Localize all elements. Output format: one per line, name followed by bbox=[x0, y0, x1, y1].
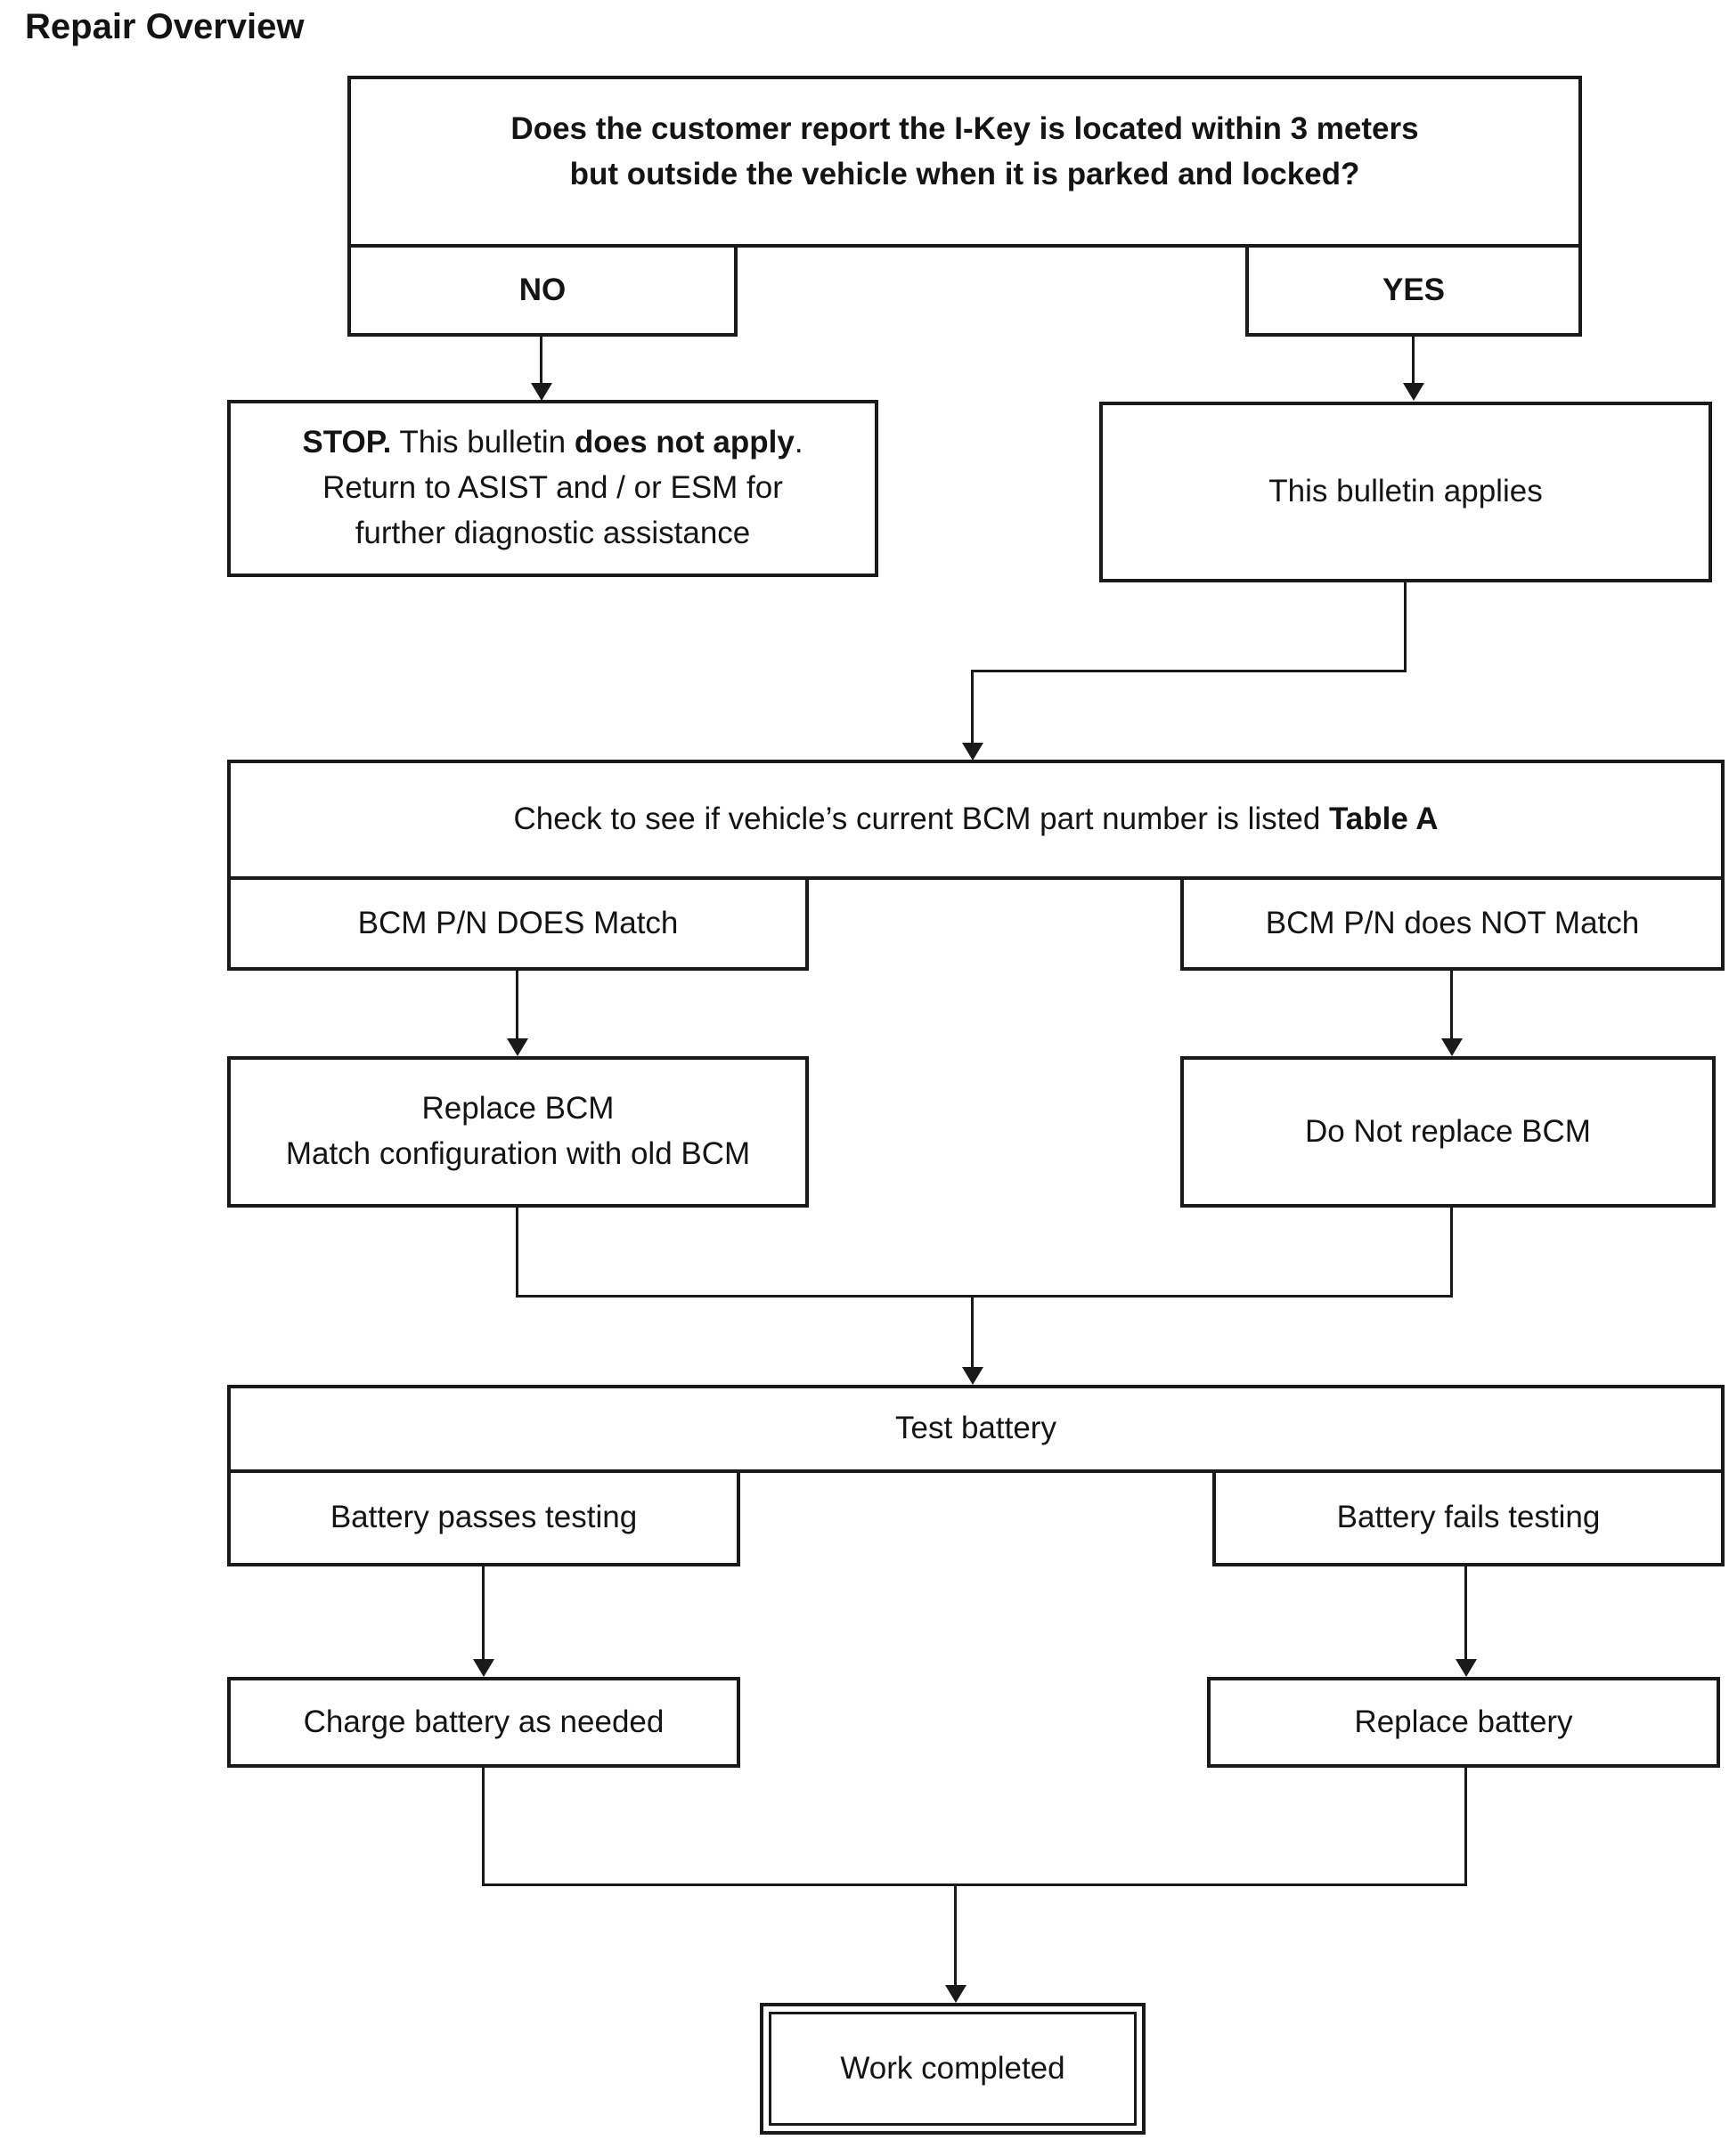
arrowhead bbox=[1456, 1659, 1477, 1677]
flow-line bbox=[1464, 1768, 1467, 1886]
test-battery-box: Test battery bbox=[227, 1385, 1725, 1473]
replace-battery-box: Replace battery bbox=[1207, 1677, 1720, 1768]
question-line2: but outside the vehicle when it is parke… bbox=[569, 156, 1360, 191]
arrowhead bbox=[945, 1985, 966, 2003]
flow-line bbox=[482, 1566, 485, 1661]
page-title: Repair Overview bbox=[25, 7, 305, 46]
flow-line bbox=[1450, 1208, 1453, 1298]
do-not-replace-bcm-box: Do Not replace BCM bbox=[1180, 1056, 1716, 1208]
check-bcm-box: Check to see if vehicle’s current BCM pa… bbox=[227, 760, 1725, 880]
charge-battery-box: Charge battery as needed bbox=[227, 1677, 740, 1768]
check-bcm-label: Check to see if vehicle’s current BCM pa… bbox=[513, 801, 1439, 837]
replace-bcm-box: Replace BCM Match configuration with old… bbox=[227, 1056, 809, 1208]
bcm-not-match-label: BCM P/N does NOT Match bbox=[1265, 905, 1640, 940]
bcm-not-match-branch: BCM P/N does NOT Match bbox=[1180, 876, 1725, 971]
arrowhead bbox=[507, 1038, 528, 1056]
flow-line bbox=[516, 1208, 518, 1298]
bcm-does-match-branch: BCM P/N DOES Match bbox=[227, 876, 809, 971]
flow-line bbox=[540, 337, 542, 385]
bulletin-applies-box: This bulletin applies bbox=[1099, 402, 1712, 582]
no-branch: NO bbox=[347, 244, 738, 337]
flow-line bbox=[482, 1883, 1467, 1886]
bcm-does-match-label: BCM P/N DOES Match bbox=[357, 905, 679, 940]
flow-line bbox=[1450, 971, 1453, 1040]
test-battery-label: Test battery bbox=[895, 1411, 1056, 1446]
flow-line bbox=[1412, 337, 1415, 385]
arrowhead bbox=[1441, 1038, 1463, 1056]
work-completed-label: Work completed bbox=[840, 2050, 1065, 2086]
replace-battery-label: Replace battery bbox=[1354, 1704, 1573, 1739]
flow-line bbox=[516, 971, 518, 1040]
arrowhead bbox=[531, 383, 552, 401]
battery-passes-branch: Battery passes testing bbox=[227, 1469, 740, 1566]
battery-passes-label: Battery passes testing bbox=[330, 1500, 638, 1535]
flow-line bbox=[972, 670, 1407, 672]
stop-line2: Return to ASIST and / or ESM for bbox=[322, 470, 783, 506]
flow-line bbox=[1464, 1566, 1467, 1661]
replace-bcm-line1: Replace BCM bbox=[421, 1091, 615, 1127]
arrowhead bbox=[962, 1367, 983, 1385]
question-line1: Does the customer report the I-Key is lo… bbox=[510, 110, 1419, 146]
work-completed-box: Work completed bbox=[760, 2003, 1146, 2135]
work-completed-inner-frame: Work completed bbox=[769, 2012, 1137, 2126]
flow-line bbox=[971, 1298, 974, 1369]
flow-line bbox=[1404, 581, 1407, 672]
do-not-replace-bcm-label: Do Not replace BCM bbox=[1305, 1113, 1591, 1149]
arrowhead bbox=[473, 1659, 494, 1677]
stop-line3: further diagnostic assistance bbox=[355, 515, 751, 550]
flow-line bbox=[482, 1768, 485, 1886]
yes-branch: YES bbox=[1245, 244, 1582, 337]
flow-line bbox=[516, 1295, 1453, 1298]
flow-line bbox=[954, 1886, 957, 1987]
no-label: NO bbox=[518, 272, 567, 307]
question-box: Does the customer report the I-Key is lo… bbox=[347, 76, 1582, 248]
yes-label: YES bbox=[1382, 272, 1446, 307]
arrowhead bbox=[962, 743, 983, 761]
battery-fails-label: Battery fails testing bbox=[1336, 1500, 1601, 1535]
flow-line bbox=[971, 670, 974, 744]
bulletin-applies-label: This bulletin applies bbox=[1268, 474, 1543, 509]
replace-bcm-line2: Match configuration with old BCM bbox=[285, 1136, 751, 1171]
arrowhead bbox=[1403, 383, 1424, 401]
charge-battery-label: Charge battery as needed bbox=[303, 1704, 665, 1739]
battery-fails-branch: Battery fails testing bbox=[1212, 1469, 1725, 1566]
stop-line1: STOP. This bulletin does not apply. bbox=[302, 425, 803, 460]
stop-box: STOP. This bulletin does not apply. Retu… bbox=[227, 400, 878, 577]
